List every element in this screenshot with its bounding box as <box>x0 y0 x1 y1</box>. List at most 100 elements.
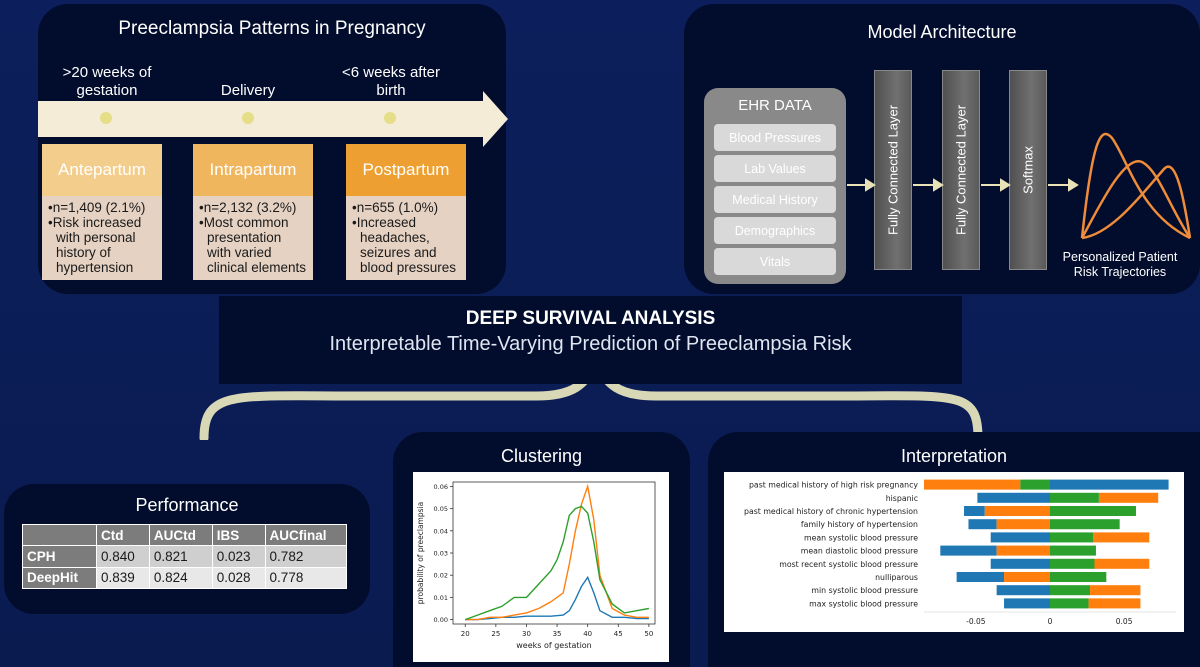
bar-segment-orange <box>1094 558 1150 569</box>
y-axis-label: probability of preeclampsia <box>416 502 425 604</box>
bar-segment-green <box>1050 585 1091 596</box>
feature-label: family history of hypertension <box>801 520 918 529</box>
feature-label: past medical history of chronic hyperten… <box>744 507 918 516</box>
x-tick-label: 25 <box>491 630 500 638</box>
x-tick-label: 45 <box>614 630 623 638</box>
performance-table: Ctd AUCtd IBS AUCfinal CPH 0.840 0.821 0… <box>21 524 348 589</box>
clustering-title: Clustering <box>500 446 583 466</box>
table-row-label: CPH <box>21 545 98 568</box>
timeline-label-end-line2: birth <box>376 82 406 99</box>
ehr-item-medical-history: Medical History <box>714 186 836 213</box>
bar-segment-green <box>1050 505 1136 517</box>
bar-segment-blue <box>990 558 1050 569</box>
plot-frame <box>452 481 656 625</box>
timeline-dot-postpartum <box>384 112 396 124</box>
timeline-label-delivery: Delivery <box>220 82 276 99</box>
table-row: DeepHit 0.839 0.824 0.028 0.778 <box>21 566 348 589</box>
feature-label: mean systolic blood pressure <box>804 533 918 542</box>
x-tick-label: 30 <box>522 630 531 638</box>
bar-segment-blue <box>977 492 1050 503</box>
model-architecture-title: Model Architecture <box>867 22 1017 42</box>
bar-segment-blue <box>1004 598 1050 609</box>
y-tick-label: 0.02 <box>434 572 448 580</box>
x-tick-label: 50 <box>644 630 653 638</box>
timeline-label-end: <6 weeks after birth <box>328 64 454 100</box>
phase-card-antepartum: Antepartum •n=1,409 (2.1%) •Risk increas… <box>42 144 162 280</box>
ehr-data-box: EHR DATA Blood Pressures Lab Values Medi… <box>704 88 846 284</box>
phase-postpartum-bullet: •n=655 (1.0%) <box>352 200 439 215</box>
table-cell: 0.824 <box>148 566 213 589</box>
phase-intrapartum-body: •n=2,132 (3.2%) •Most common presentatio… <box>193 196 313 275</box>
phase-antepartum-bullet: •Risk increased with personal history of… <box>48 215 142 275</box>
x-tick-label: 0.05 <box>1116 617 1133 626</box>
series-line-2 <box>465 483 649 621</box>
bar-segment-orange <box>924 479 1021 490</box>
bar-segment-blue <box>990 532 1050 543</box>
feature-label: min systolic blood pressure <box>811 586 918 595</box>
feature-label: hispanic <box>886 494 918 503</box>
timeline-arrow <box>38 91 508 147</box>
bar-segment-orange <box>996 519 1050 530</box>
x-axis-label: weeks of gestation <box>516 641 592 650</box>
timeline-label-start-line2: gestation <box>76 82 138 99</box>
y-tick-label: 0.03 <box>434 550 448 558</box>
preeclampsia-patterns-panel: Preeclampsia Patterns in Pregnancy >20 w… <box>38 4 508 294</box>
bar-segment-blue <box>996 585 1050 596</box>
table-header-cell: AUCfinal <box>264 524 348 546</box>
x-tick-label: 0 <box>1048 617 1053 626</box>
risk-trajectories-label: Personalized Patient Risk Trajectories <box>1062 250 1178 279</box>
ehr-data-title: EHR DATA <box>738 97 812 114</box>
performance-panel: Performance Ctd AUCtd IBS AUCfinal CPH 0… <box>4 484 370 614</box>
bar-segment-blue <box>956 571 1005 583</box>
table-header-cell: AUCtd <box>148 524 213 546</box>
bar-segment-orange <box>984 505 1050 517</box>
bar-segment-orange <box>996 545 1050 556</box>
bar-segment-green <box>1050 545 1096 556</box>
bar-segment-green <box>1050 492 1099 503</box>
softmax-layer: Softmax <box>1009 70 1047 270</box>
y-tick-label: 0.01 <box>434 594 448 602</box>
bar-segment-blue <box>964 505 985 517</box>
model-arrows-and-curves <box>847 132 1192 240</box>
title-banner: DEEP SURVIVAL ANALYSIS Interpretable Tim… <box>219 296 962 384</box>
timeline-dot-delivery <box>242 112 254 124</box>
bar-segment-orange <box>1090 585 1141 596</box>
phase-antepartum-header: Antepartum <box>42 144 162 196</box>
y-tick-label: 0.06 <box>434 483 448 491</box>
phase-intrapartum-header: Intrapartum <box>193 144 313 196</box>
table-cell: 0.028 <box>211 566 266 589</box>
timeline-label-start: >20 weeks of gestation <box>48 64 166 100</box>
ehr-item-lab-values: Lab Values <box>714 155 836 182</box>
preeclampsia-patterns-title: Preeclampsia Patterns in Pregnancy <box>118 18 426 39</box>
timeline-dot-antepartum <box>100 112 112 124</box>
feature-label: most recent systolic blood pressure <box>779 560 918 569</box>
bar-segment-green <box>1020 479 1050 490</box>
bar-segment-blue <box>940 545 997 556</box>
bar-segment-green <box>1050 571 1107 583</box>
bar-segment-green <box>1050 598 1089 609</box>
table-cell: 0.839 <box>96 566 150 589</box>
model-architecture-panel: Model Architecture EHR DATA Blood Pressu… <box>684 4 1200 294</box>
phase-intrapartum-bullet: •Most common presentation with varied cl… <box>199 215 307 275</box>
feature-label: nulliparous <box>875 573 918 582</box>
table-cell: 0.782 <box>264 545 348 568</box>
timeline-label-start-line1: >20 weeks of <box>62 64 152 81</box>
risk-trajectory-curves-icon <box>1080 132 1192 240</box>
y-tick-label: 0.00 <box>434 616 448 624</box>
table-row-label: DeepHit <box>21 566 98 589</box>
arrow-head-icon <box>1068 178 1079 192</box>
phase-antepartum-body: •n=1,409 (2.1%) •Risk increased with per… <box>42 196 162 275</box>
table-cell: 0.778 <box>264 566 348 589</box>
phase-card-intrapartum: Intrapartum •n=2,132 (3.2%) •Most common… <box>193 144 313 280</box>
phase-postpartum-body: •n=655 (1.0%) •Increased headaches, seiz… <box>346 196 466 275</box>
table-cell: 0.821 <box>148 545 213 568</box>
table-header-cell <box>21 524 98 546</box>
bar-segment-green <box>1050 532 1093 543</box>
x-tick-label: 20 <box>461 630 470 638</box>
y-tick-label: 0.05 <box>434 505 448 513</box>
interpretation-title: Interpretation <box>900 446 1008 466</box>
interpretation-bar-chart: past medical history of high risk pregna… <box>724 472 1184 632</box>
main-title: DEEP SURVIVAL ANALYSIS <box>465 308 716 329</box>
bar-segment-green <box>1050 519 1120 530</box>
